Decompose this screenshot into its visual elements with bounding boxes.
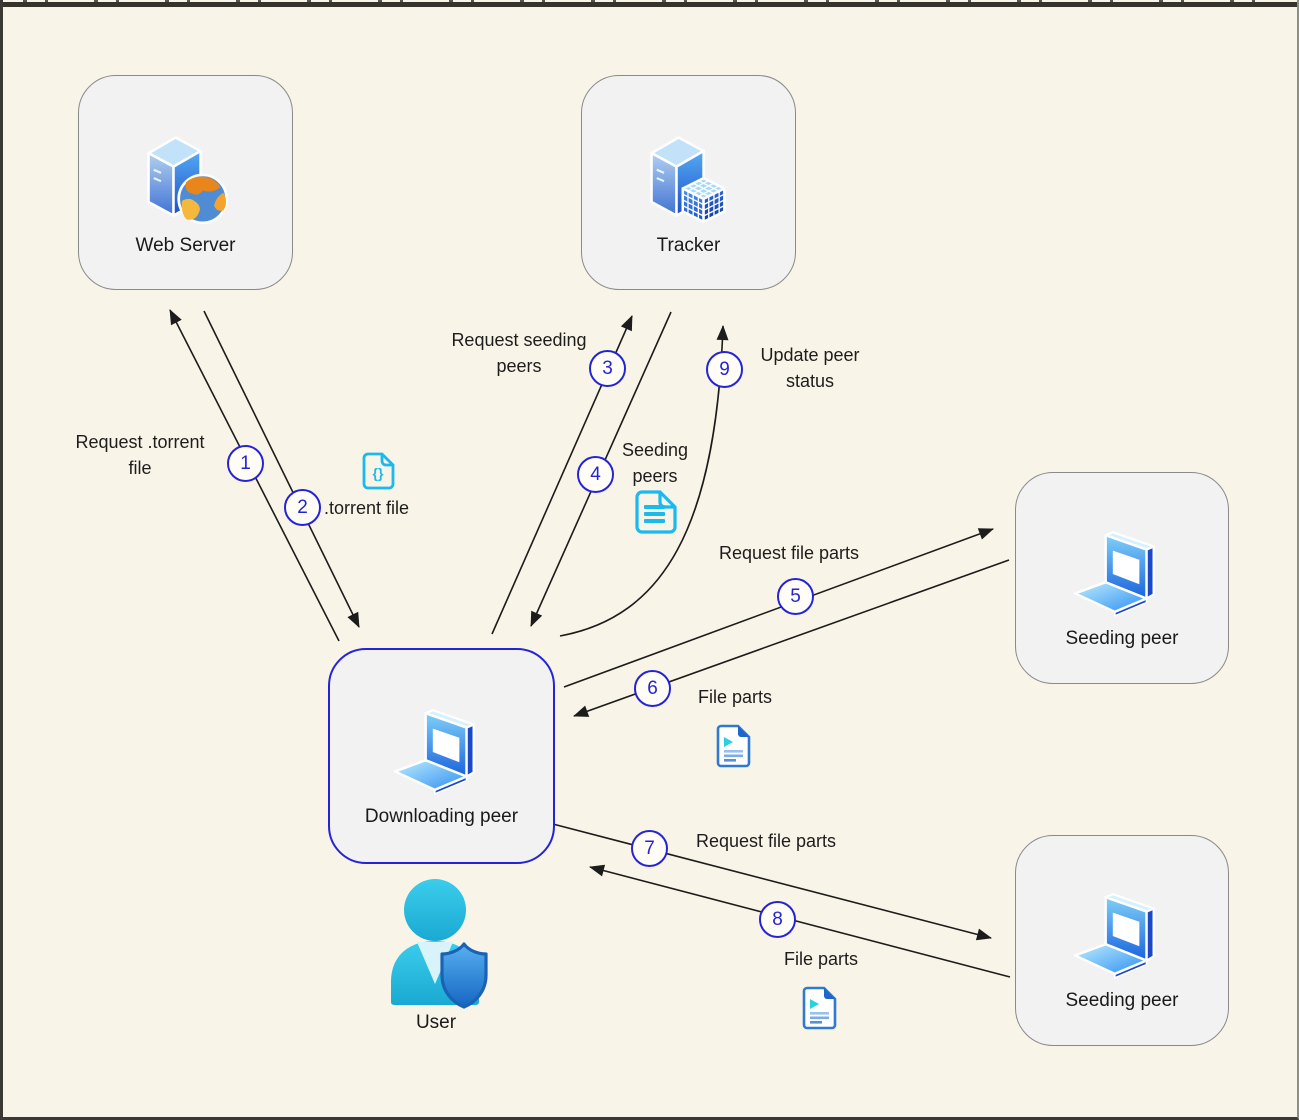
node-seeding-peer-2: Seeding peer — [1015, 835, 1229, 1046]
step-badge-8: 8 — [759, 901, 796, 938]
step-badge-6: 6 — [634, 670, 671, 707]
node-web-server: Web Server — [78, 75, 293, 290]
node-label: Tracker — [656, 235, 721, 256]
label-file-parts-1: File parts — [697, 687, 773, 707]
label-request-file-parts-1: Request file parts — [718, 543, 860, 563]
step-badge-9: 9 — [706, 351, 743, 388]
label-update-peer-status: Update peer status — [760, 345, 860, 391]
label-seeding-peers: Seeding peers — [621, 440, 689, 486]
step-badge-5: 5 — [777, 578, 814, 615]
node-label: Seeding peer — [1065, 627, 1179, 649]
step-badge-4: 4 — [577, 456, 614, 493]
step-badge-3: 3 — [589, 350, 626, 387]
laptop-icon — [393, 701, 491, 799]
server-cube-icon — [637, 124, 741, 228]
label-request-torrent-file: Request .torrent file — [75, 432, 205, 478]
step-badge-7: 7 — [631, 830, 668, 867]
user-label: User — [415, 1012, 457, 1033]
node-label: Downloading peer — [364, 805, 519, 827]
node-downloading-peer: Downloading peer — [328, 648, 555, 864]
node-label: Web Server — [135, 235, 236, 256]
file-parts-icon — [801, 986, 838, 1030]
canvas-top-edge — [3, 0, 1297, 7]
laptop-icon — [1073, 885, 1171, 983]
node-label: Seeding peer — [1065, 990, 1179, 1011]
node-tracker: Tracker — [581, 75, 796, 290]
label-request-seeding-peers: Request seeding peers — [451, 330, 587, 376]
torrent-file-icon: {} — [362, 452, 395, 490]
person-shield-icon — [379, 878, 493, 1010]
label-file-parts-2: File parts — [783, 949, 859, 969]
file-parts-icon — [715, 724, 752, 768]
label-request-file-parts-2: Request file parts — [695, 831, 837, 851]
step-badge-2: 2 — [284, 489, 321, 526]
server-globe-icon — [134, 124, 238, 228]
node-seeding-peer-1: Seeding peer — [1015, 472, 1229, 684]
peer-list-icon — [635, 490, 677, 534]
svg-text:{}: {} — [373, 465, 384, 481]
label-torrent-file: .torrent file — [324, 498, 410, 518]
step-badge-1: 1 — [227, 445, 264, 482]
laptop-icon — [1073, 523, 1171, 621]
